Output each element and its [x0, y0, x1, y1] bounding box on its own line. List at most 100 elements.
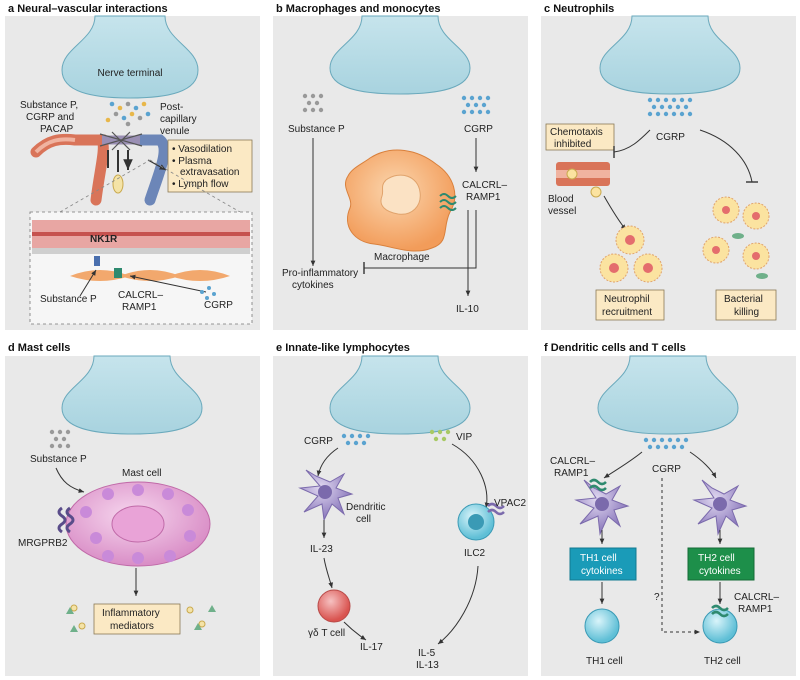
- th1-cell-label: TH1 cell: [586, 656, 623, 667]
- killing-box: Bacterial killing: [715, 289, 777, 321]
- panel-e-title: e Innate-like lymphocytes: [276, 342, 410, 354]
- th2-cell: [702, 604, 738, 644]
- calcrl-label-f-right: CALCRL– RAMP1: [734, 592, 782, 615]
- venule-label: Post- capillary venule: [160, 102, 199, 137]
- blood-vessel-c: [556, 162, 610, 198]
- mediators-box: Inflammatory mediators: [93, 603, 181, 635]
- svg-text:TH2 cell cytokines: TH2 cell cytokines: [698, 553, 741, 577]
- effects-box: • Vasodilation • Plasma extravasation • …: [167, 139, 253, 193]
- mrgprb2-label: MRGPRB2: [18, 538, 68, 549]
- th1-cytokines-box: TH1 cell cytokines: [569, 547, 637, 581]
- th1-cell: [584, 608, 620, 644]
- substance-p-label-d: Substance P: [30, 454, 87, 465]
- nerve-terminal-f: [597, 355, 739, 435]
- macrophage-cell: [345, 149, 456, 252]
- chemotaxis-box: Chemotaxis inhibited: [545, 123, 615, 151]
- vpac2-label: VPAC2: [494, 498, 526, 509]
- nerve-terminal-e: [329, 355, 471, 435]
- il17-label: IL-17: [360, 642, 383, 653]
- recruitment-box: Neutrophil recruitment: [595, 289, 665, 321]
- il10-label: IL-10: [456, 304, 479, 315]
- zoom-lines: [59, 159, 241, 213]
- mast-cell-label: Mast cell: [122, 468, 161, 479]
- il17-arrow: [343, 621, 367, 641]
- cgrp-label-a: CGRP: [204, 300, 233, 311]
- il23-arrow-out: [323, 557, 334, 589]
- substance-p-label-b: Substance P: [288, 124, 345, 135]
- cgrp-dots-e: [341, 433, 371, 446]
- blood-vessel-label: Blood vessel: [548, 194, 576, 217]
- dendritic-cell-f-left: [574, 478, 630, 536]
- calcrl-receptor-b: [439, 193, 457, 211]
- endothelium: [32, 220, 250, 254]
- gd-t-label: γδ T cell: [308, 628, 345, 639]
- vip-dots-e: [429, 429, 451, 442]
- cgrp-dots-c: [647, 97, 693, 117]
- svg-text:Neutrophil recruitment: Neutrophil recruitment: [602, 294, 652, 318]
- panel-c-title: c Neutrophils: [544, 3, 614, 15]
- nerve-terminal-d: [61, 355, 203, 435]
- panel-d-title: d Mast cells: [8, 342, 70, 354]
- cgrp-arrow-e: [316, 447, 339, 477]
- dendritic-cell-f-right: [692, 479, 748, 536]
- calcrl-label-f-left: CALCRL– RAMP1: [550, 456, 598, 479]
- sp-arrow-d: [55, 467, 85, 493]
- svg-text:Inflammatory mediators: Inflammatory mediators: [102, 608, 163, 632]
- cgrp-label-f: CGRP: [652, 464, 681, 475]
- smooth-muscle-cells: [70, 270, 230, 281]
- cgrp-dots-a: [200, 286, 216, 300]
- il5-arrow: [437, 565, 479, 645]
- cgrp-dots-b: [461, 95, 491, 115]
- ilc2-cell: [457, 502, 505, 541]
- vip-label: VIP: [456, 432, 472, 443]
- neutrophils-recruitment: [599, 225, 663, 283]
- gd-t-cell: [317, 589, 351, 623]
- panel-b-title: b Macrophages and monocytes: [276, 3, 440, 15]
- th2-cell-label: TH2 cell: [704, 656, 741, 667]
- nerve-terminal-b: [329, 15, 471, 95]
- nerve-terminal-c: [599, 15, 741, 95]
- cgrp-label-e: CGRP: [304, 436, 333, 447]
- nerve-terminal-label: Nerve terminal: [97, 68, 162, 79]
- cgrp-label-b: CGRP: [464, 124, 493, 135]
- cgrp-dots-f: [643, 437, 689, 450]
- mast-cell: [65, 481, 211, 567]
- vip-arrow: [451, 443, 490, 509]
- macrophage-label: Macrophage: [374, 252, 430, 263]
- neuropeptide-dots-a: [105, 101, 151, 127]
- il23-label: IL-23: [310, 544, 333, 555]
- mrgprb2-receptor: [57, 506, 75, 534]
- cgrp-arrow-f-left: [603, 451, 643, 479]
- ilc2-label: ILC2: [464, 548, 486, 559]
- panel-a-title: a Neural–vascular interactions: [8, 3, 168, 15]
- vessel-arch: [30, 131, 170, 206]
- neuropeptides-label: Substance P, CGRP and PACAP: [20, 100, 81, 135]
- sp-dots-d: [49, 429, 71, 449]
- sp-arrow-a: [79, 269, 97, 297]
- calcrl-receptor-a: [114, 268, 122, 278]
- nk1r-receptor: [94, 256, 100, 266]
- svg-text:• Vasodilation • Plasma: • Vasodilation • Plasma extravasation • …: [172, 144, 242, 190]
- dendritic-cell-e: [298, 469, 354, 522]
- neutrophils-killing: [702, 196, 770, 279]
- nk1r-label: NK1R: [90, 234, 118, 245]
- cgrp-label-c: CGRP: [656, 132, 685, 143]
- sp-dots-b: [302, 93, 324, 113]
- inhibit-line-c2: [699, 129, 753, 183]
- inhibit-line-b: [364, 210, 477, 269]
- question-mark: ?: [654, 592, 660, 603]
- il13-label: IL-13: [416, 660, 439, 671]
- cgrp-arrow-a: [129, 274, 207, 293]
- dendritic-label-e: Dendritic cell: [346, 502, 388, 525]
- mediator-granules: [66, 604, 216, 632]
- th2-cytokines-box: TH2 cell cytokines: [687, 547, 755, 581]
- svg-text:Bacterial killing: Bacterial killing: [724, 294, 766, 318]
- svg-text:Chemotaxis inhibited: Chemotaxis inhibited: [550, 127, 606, 150]
- cytokines-label-b: Pro-inflammatory cytokines: [282, 268, 361, 291]
- svg-text:TH1 cell cytokines: TH1 cell cytokines: [580, 553, 623, 577]
- cgrp-arrow-f-right: [689, 451, 717, 479]
- inhibit-line-c1: [613, 129, 651, 153]
- calcrl-label-b: CALCRL– RAMP1: [462, 180, 510, 203]
- il5-label: IL-5: [418, 648, 436, 659]
